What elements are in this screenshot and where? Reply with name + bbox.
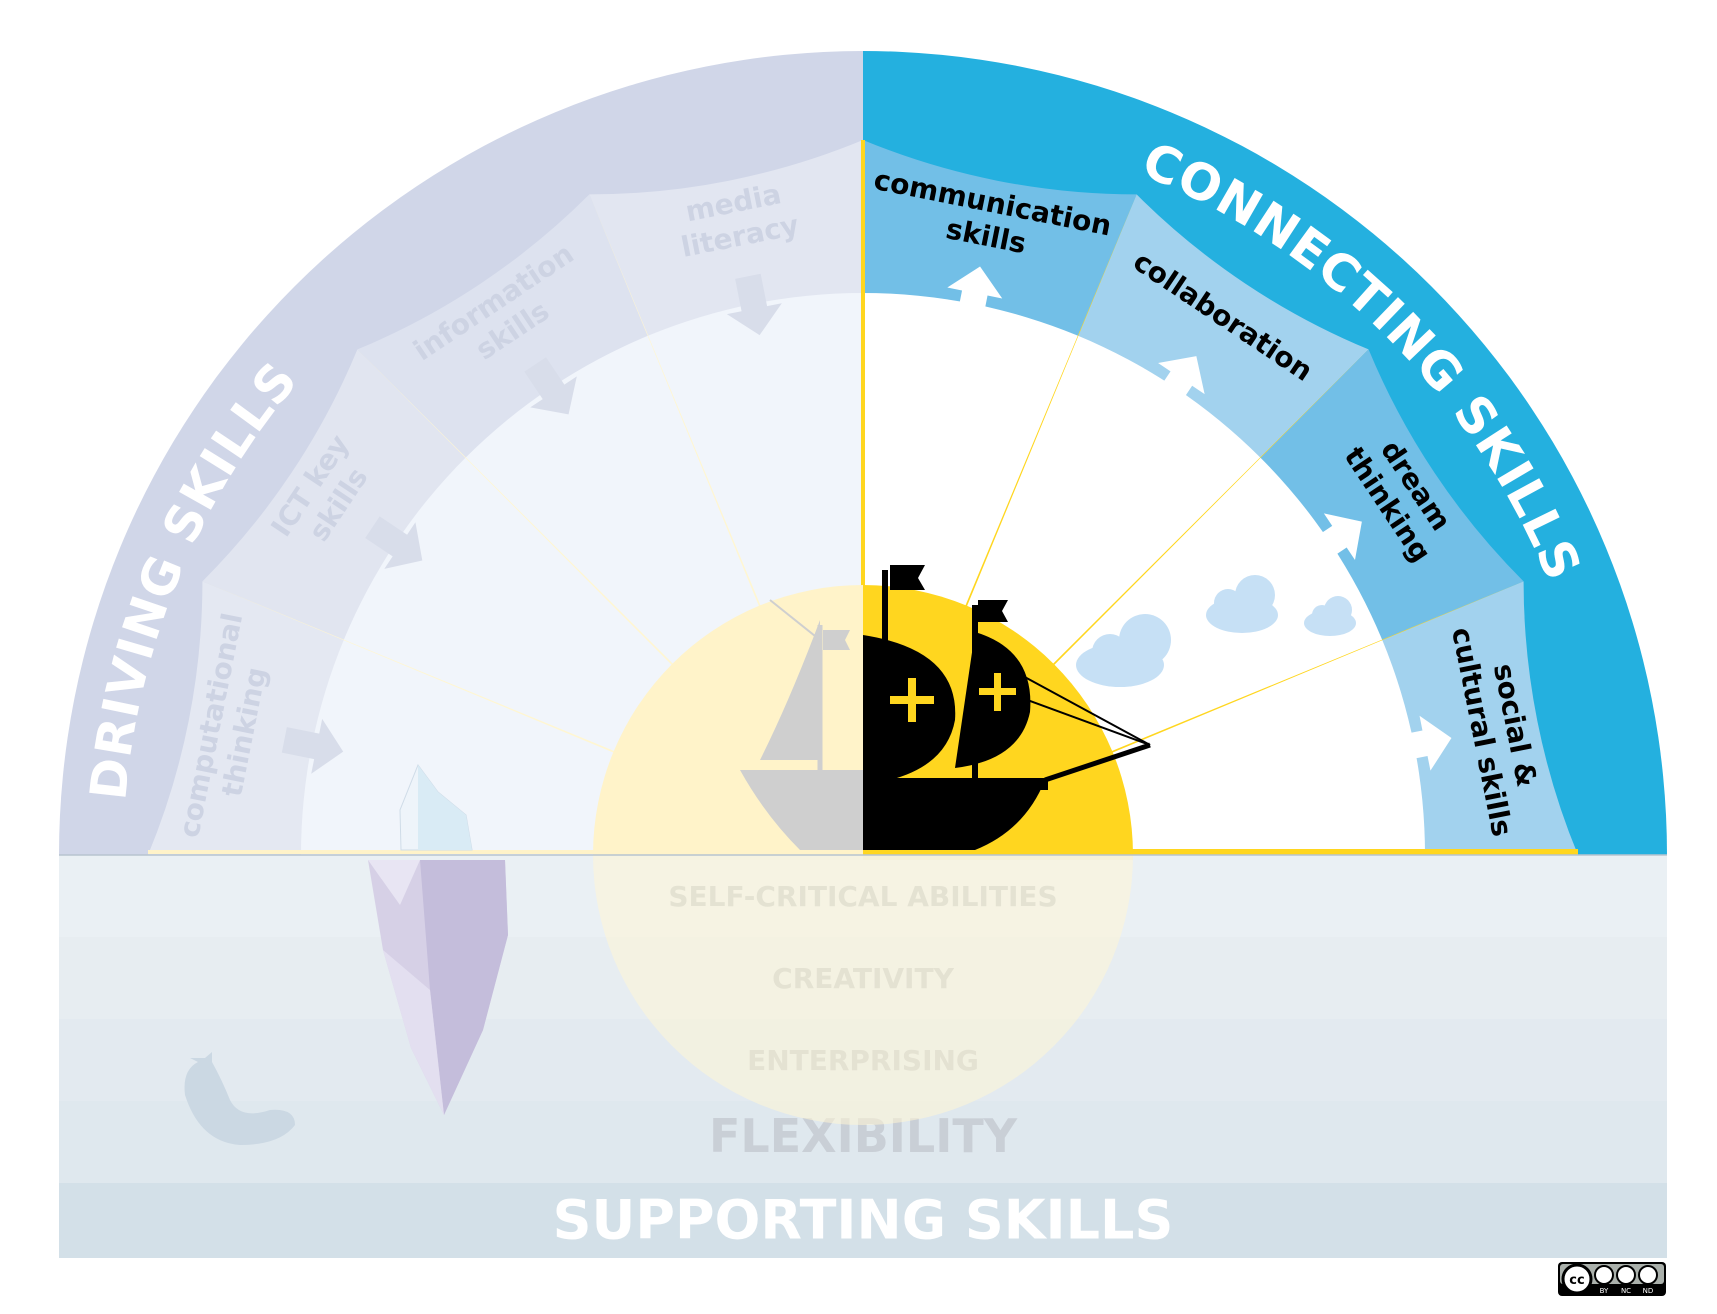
license-nd: ND — [1643, 1287, 1654, 1295]
connecting-sector — [1382, 581, 1578, 855]
whale-icon — [184, 1052, 295, 1145]
iceberg-icon — [368, 763, 508, 1115]
arrow-out-icon — [1390, 715, 1452, 771]
driving-sector — [589, 140, 863, 336]
cloud-icon — [1076, 575, 1356, 687]
arrow-out-icon — [947, 266, 1003, 328]
sun-reflection — [593, 855, 1133, 1125]
supporting-skills-band — [59, 1183, 1667, 1258]
license-badge: cc BY NC ND — [1558, 1262, 1666, 1296]
sun-ray-vertical — [861, 140, 865, 855]
arrow-out-icon — [1304, 513, 1362, 566]
svg-text:cc: cc — [1569, 1273, 1584, 1288]
arrow-in-icon — [365, 516, 423, 569]
arrow-in-icon — [726, 273, 782, 336]
connecting-sector — [863, 140, 1137, 336]
arrow-in-icon — [281, 718, 344, 774]
driving-sector — [148, 581, 344, 855]
sun-ray-horizon-faded — [148, 850, 863, 854]
ship-icon — [740, 565, 1151, 850]
sun-ray-horizon — [863, 849, 1578, 855]
sea: SELF-CRITICAL ABILITIESCREATIVITYENTERPR… — [59, 854, 1667, 1258]
license-nc: NC — [1621, 1287, 1631, 1295]
arrow-out-icon — [1152, 356, 1205, 414]
license-by: BY — [1600, 1287, 1609, 1295]
arrow-in-icon — [524, 357, 577, 415]
supporting-skills-title: SUPPORTING SKILLS — [553, 1189, 1174, 1252]
